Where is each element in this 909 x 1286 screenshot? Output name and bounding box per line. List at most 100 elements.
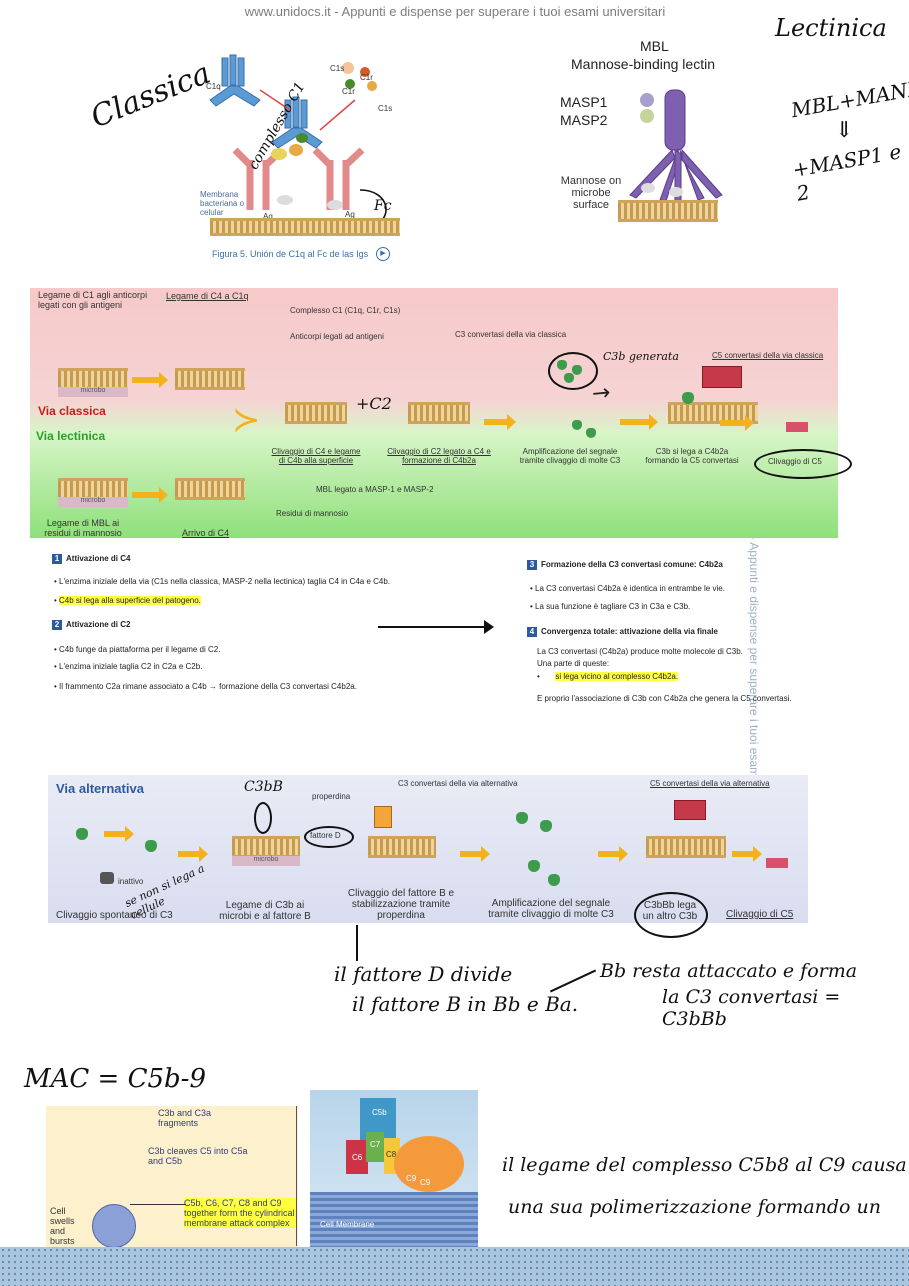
mac-c6: C6 — [352, 1153, 363, 1162]
s2-bullet-2-text: L'enzima iniziale taglia C2 in C2a e C2b… — [59, 662, 203, 671]
s4-bullet-1-text: si lega vicino al complesso C4b2a. — [555, 672, 679, 681]
s4-para-2: Una parte di queste: — [537, 659, 610, 668]
inactive-fragment — [100, 872, 114, 884]
convergence-arrow-icon: ≻ — [232, 401, 261, 439]
c3-blob-b1 — [76, 828, 88, 840]
s4-para-3: E proprio l'associazione di C3b con C4b2… — [537, 694, 792, 703]
mac-c9b: C9 — [420, 1178, 431, 1187]
label-arrivo-c4: Arrivo di C4 — [182, 528, 230, 538]
mac-c6-shape — [346, 1140, 368, 1174]
via-alternativa-title: Via alternativa — [56, 781, 144, 796]
s2-bullet-2: • L'enzima iniziale taglia C2 in C2a e C… — [54, 662, 203, 671]
c1q-membrane — [210, 218, 400, 236]
s2-number-icon: 2 — [52, 620, 62, 630]
label-legame-c1: Legame di C1 agli anticorpi legati con g… — [38, 290, 148, 310]
c5-convertasi-alt-box — [674, 800, 706, 820]
c5-fragment-alt — [766, 858, 788, 868]
mac-membrane-band — [310, 1192, 478, 1250]
membrane-a5 — [668, 402, 758, 424]
label-c5conv-alt: C5 convertasi della via alternativa — [650, 779, 770, 788]
s3-number-icon: 3 — [527, 560, 537, 570]
play-icon[interactable]: ▶ — [376, 247, 390, 261]
masp1-label: MASP1 — [560, 94, 608, 110]
membrane-b1 — [232, 836, 300, 858]
circle-fattore-d — [304, 826, 354, 848]
c3b-blob-5 — [586, 428, 596, 438]
arrow-b4 — [598, 846, 628, 862]
mbl-title: MBL — [640, 38, 669, 54]
arrow-l1 — [132, 487, 168, 503]
s1-bullet-2-text: C4b si lega alla superficie del patogeno… — [59, 596, 201, 605]
label-c1q: C1q — [206, 82, 221, 91]
arrow-a1 — [132, 372, 168, 388]
c3b-blob-2 — [572, 365, 582, 375]
c3-blob-b3 — [516, 812, 528, 824]
properdina-box — [374, 806, 392, 828]
mbl-subtitle: Mannose-binding lectin — [571, 56, 715, 72]
label-c3b-lega: C3b si lega a C4b2a formando la C5 conve… — [645, 447, 739, 465]
s3-title: 3 Formazione della C3 convertasi comune: … — [527, 560, 723, 570]
note-c3b: C3b generata — [603, 350, 679, 363]
mac-text-1: C3b and C3a fragments — [158, 1108, 212, 1128]
mac-cell-text: Cell swells and bursts — [50, 1206, 75, 1246]
circle-c3b — [548, 352, 598, 390]
mbl-membrane — [618, 200, 718, 222]
circle-c3bb — [254, 802, 272, 834]
membrane-b2 — [368, 836, 436, 858]
label-fattore-d: fattore D — [310, 831, 341, 840]
circle-clivaggio-c5 — [754, 449, 852, 479]
circle-c3bbb — [634, 892, 708, 938]
s2-bullet-1-text: C4b funge da piattaforma per il legame d… — [59, 645, 221, 654]
microbe-l1: microbo — [58, 497, 128, 507]
arrow-b3 — [460, 846, 490, 862]
label-c1s-a: C1s — [378, 104, 393, 113]
label-inattivo: inattivo — [118, 877, 144, 886]
note-c3bb: C3bB — [244, 779, 283, 795]
c5-fragment — [786, 422, 808, 432]
note-mbl-mannosio: MBL+MANNOSIO — [789, 65, 909, 123]
mac-text-3: C5b, C6, C7, C8 and C9 together form the… — [184, 1198, 296, 1228]
label-c3conv-alt: C3 convertasi della via alternativa — [398, 779, 518, 788]
label-amplificazione-b: Amplificazione del segnale tramite cliva… — [488, 898, 614, 920]
label-c1r-b: C1r — [360, 73, 373, 82]
membrane-a4 — [408, 402, 470, 424]
label-spontaneo: Clivaggio spontaneo di C3 — [56, 910, 173, 921]
label-complesso: Complesso C1 (C1q, C1r, C1s) — [290, 306, 401, 315]
c5-convertasi-box — [702, 366, 742, 388]
s3-bullet-1-text: La C3 convertasi C4b2a è identica in ent… — [535, 584, 725, 593]
c3-blob-b4 — [540, 820, 552, 832]
label-ag2: Ag — [345, 210, 355, 219]
note-masp: +MASP1 e 2 — [790, 139, 903, 206]
label-membrana: Membrana bacteriana o celular — [200, 190, 245, 217]
arrow-a4 — [720, 415, 754, 431]
s3-title-text: Formazione della C3 convertasi comune: C… — [541, 560, 723, 569]
mac-text-2: C3b cleaves C5 into C5a and C5b — [148, 1146, 248, 1166]
label-legame-c3b: Legame di C3b ai microbi e al fattore B — [219, 900, 311, 922]
s3-bullet-1: • La C3 convertasi C4b2a è identica in e… — [530, 584, 725, 593]
label-clivaggio-c4: Clivaggio di C4 e legame di C4b alla sup… — [271, 447, 361, 465]
label-legame-c4: Legame di C4 a C1q — [166, 291, 249, 301]
c3b-blob-4 — [572, 420, 582, 430]
label-c5conv-classica: C5 convertasi della via classica — [712, 351, 824, 360]
bottom-pattern-band — [0, 1247, 909, 1286]
hand-arrow-head — [484, 620, 494, 634]
note-fc: Fc — [374, 198, 392, 214]
mac-cell-membrane: Cell Membrane — [320, 1220, 375, 1229]
label-c1s-b: C1s — [330, 64, 345, 73]
arrow-b2 — [178, 846, 208, 862]
s4-bullet-1: • si lega vicino al complesso C4b2a. — [537, 672, 679, 681]
label-ag1: Ag — [263, 212, 273, 221]
label-c3conv-classica: C3 convertasi della via classica — [455, 330, 567, 339]
note-bb-2: la C3 convertasi = C3bBb — [662, 986, 841, 1030]
arrow-a3 — [620, 414, 658, 430]
c3-blob-b6 — [548, 874, 560, 886]
mac-c9a: C9 — [406, 1174, 417, 1183]
note-arrow: ⇓ — [835, 118, 854, 143]
label-clivaggio-c5-a: Clivaggio di C5 — [768, 457, 822, 466]
label-anticorpi: Anticorpi legati ad antigeni — [290, 332, 384, 341]
label-clivaggio-c5-b: Clivaggio di C5 — [726, 909, 794, 920]
s1-bullet-2: • C4b si lega alla superficie del patoge… — [54, 596, 201, 605]
mbl-figure — [629, 89, 723, 203]
